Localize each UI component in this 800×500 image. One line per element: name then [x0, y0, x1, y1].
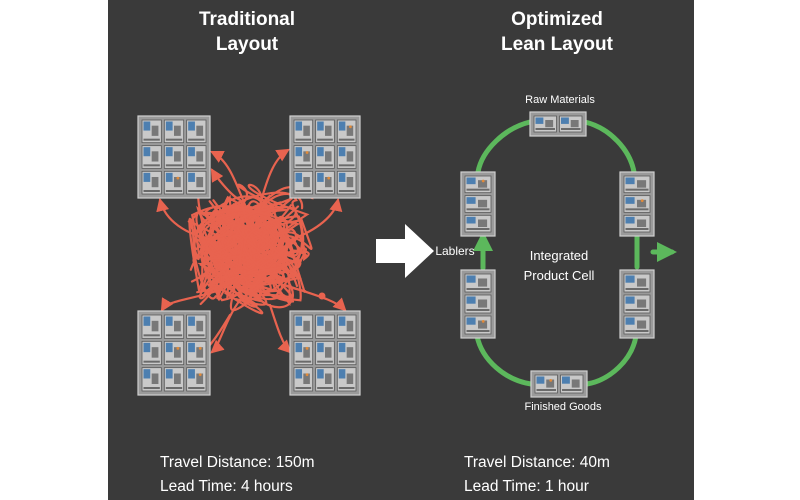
optimized-title-line1: Optimized	[511, 9, 603, 30]
traditional-lead-time: Lead Time: 4 hours	[160, 478, 293, 495]
tangle-connector-arrow	[288, 197, 343, 242]
lean-flow-loop	[473, 119, 677, 387]
lean-stations	[460, 111, 655, 398]
loop-bottom-left	[474, 333, 534, 387]
optimized-travel-distance: Travel Distance: 40m	[464, 454, 610, 471]
tangle-path	[189, 200, 297, 283]
optimized-stats: Travel Distance: 40m Lead Time: 1 hour	[464, 451, 610, 499]
optimized-title-line2: Lean Layout	[501, 34, 613, 55]
tangle-connector-arrow	[258, 148, 290, 207]
station-finished-goods	[530, 370, 588, 398]
traditional-stations	[137, 115, 361, 396]
label-center-line1: Integrated	[529, 248, 589, 263]
station-left-upper	[460, 171, 496, 237]
label-finished-goods: Finished Goods	[524, 401, 602, 413]
loop-top-left	[475, 119, 533, 175]
tangle-connector-arrow	[210, 298, 242, 354]
station-right-upper	[619, 171, 655, 237]
station-top-right	[289, 115, 361, 199]
optimized-title: Optimized Lean Layout	[437, 7, 677, 57]
tangle-connector-arrow	[210, 150, 247, 207]
station-bottom-left	[137, 310, 211, 396]
label-raw-materials: Raw Materials	[525, 94, 595, 106]
label-lablers: Lablers	[435, 244, 475, 258]
station-left-lower	[460, 269, 496, 339]
tangle-connector-arrow	[283, 283, 347, 312]
label-integrated-product-cell: Integrated Product Cell	[499, 246, 619, 286]
traditional-stats: Travel Distance: 150m Lead Time: 4 hours	[160, 451, 315, 499]
tangle-path	[232, 215, 305, 288]
tangle-dot	[318, 292, 326, 300]
tangled-flow-paths	[156, 148, 347, 362]
traditional-title-line1: Traditional	[198, 9, 296, 30]
tangle-connector-arrow	[210, 168, 242, 202]
tangle-connector-arrow	[268, 303, 292, 354]
station-top-left	[137, 115, 211, 199]
station-bottom-right	[289, 310, 361, 396]
tangle-connector-arrow	[160, 288, 222, 312]
transition-arrow	[376, 224, 434, 278]
label-center-line2: Product Cell	[523, 268, 595, 283]
station-right-lower	[619, 269, 655, 339]
optimized-lead-time: Lead Time: 1 hour	[464, 478, 589, 495]
tangle-path	[203, 203, 302, 302]
loop-bottom-right	[584, 333, 639, 387]
station-raw-materials	[529, 111, 587, 137]
loop-top-right	[582, 119, 637, 175]
traditional-title: Traditional Layout	[127, 7, 367, 57]
traditional-title-line2: Layout	[215, 34, 279, 55]
traditional-travel-distance: Travel Distance: 150m	[160, 454, 315, 471]
tangle-connector-arrow	[156, 197, 217, 242]
